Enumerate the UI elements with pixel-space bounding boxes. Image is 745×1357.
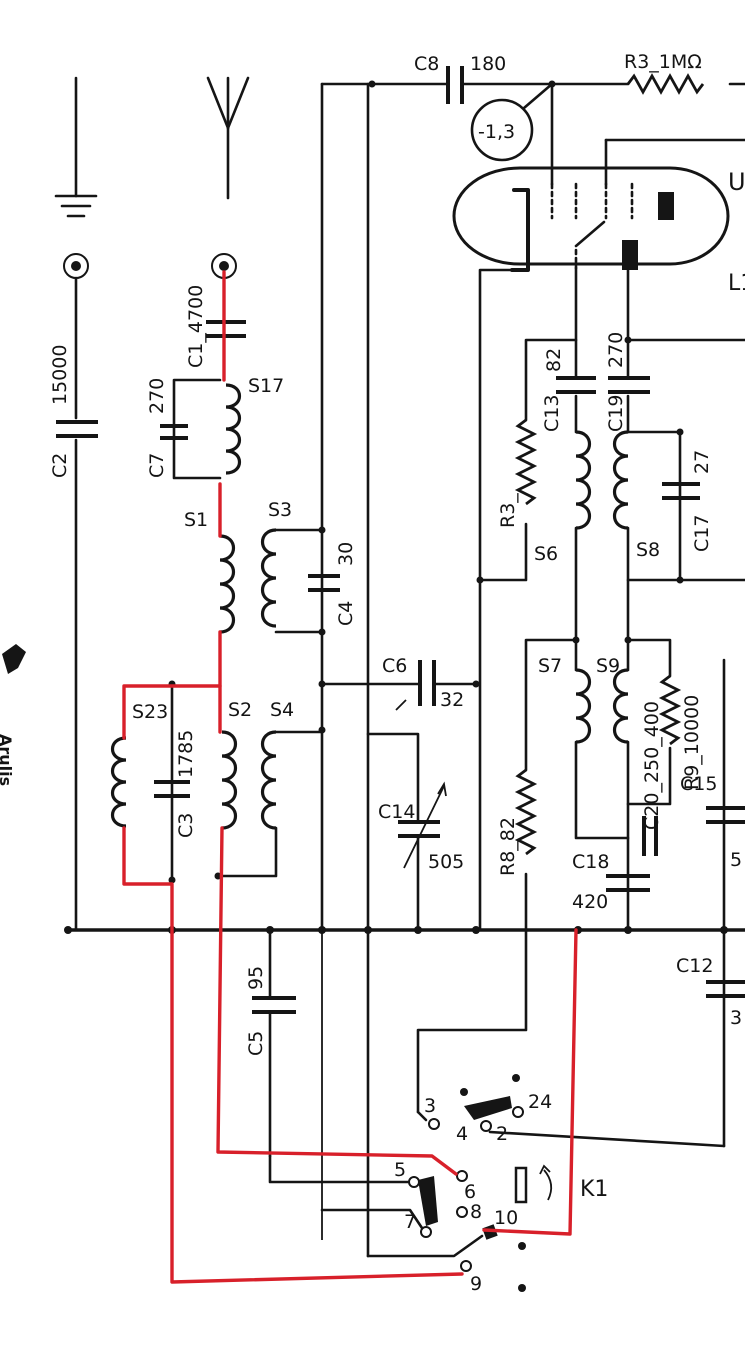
antenna-icon bbox=[206, 76, 250, 200]
contact-4: 4 bbox=[456, 1123, 468, 1145]
label-s2: S2 bbox=[228, 699, 252, 721]
side-logo: Arulis bbox=[0, 644, 26, 786]
label-c8-value: 180 bbox=[470, 53, 506, 75]
resistor-r3-mid bbox=[514, 418, 538, 506]
capacitor-c3 bbox=[154, 780, 190, 798]
coil-s3 bbox=[260, 528, 277, 628]
coil-s2 bbox=[221, 730, 238, 830]
capacitor-c8 bbox=[446, 66, 464, 104]
label-s6: S6 bbox=[534, 543, 558, 565]
coil-s8 bbox=[612, 430, 629, 530]
contact-24: 24 bbox=[528, 1091, 552, 1113]
label-s8: S8 bbox=[636, 539, 660, 561]
capacitor-c17 bbox=[662, 482, 700, 500]
label-s23: S23 bbox=[132, 701, 168, 723]
label-c19-value: 270 bbox=[605, 332, 627, 368]
capacitor-c4 bbox=[308, 574, 340, 592]
label-c6: C6 bbox=[382, 655, 407, 677]
label-r3-mid: R3_ bbox=[497, 493, 519, 528]
bias-voltage-marker: -1,3 bbox=[470, 82, 554, 162]
label-r3-top: R3_1MΩ bbox=[624, 51, 702, 73]
label-c15-value: 5 bbox=[730, 849, 742, 871]
capacitor-c14-variable bbox=[398, 781, 447, 869]
label-c2: C2 bbox=[49, 453, 71, 478]
capacitor-c6 bbox=[418, 660, 436, 706]
label-c7-value: 270 bbox=[146, 378, 168, 414]
coil-s6 bbox=[575, 430, 592, 530]
contact-3: 3 bbox=[424, 1095, 436, 1117]
label-c3: C3 bbox=[175, 813, 197, 838]
label-c17-value: 27 bbox=[691, 450, 713, 474]
capacitor-c18 bbox=[606, 874, 650, 892]
label-c20: C20_250_400 bbox=[641, 701, 663, 830]
capacitor-c1 bbox=[206, 320, 246, 338]
label-c7: C7 bbox=[146, 453, 168, 478]
label-c13-value: 82 bbox=[543, 348, 565, 372]
label-c14: C14 bbox=[378, 801, 415, 823]
label-c6-value: 32 bbox=[440, 689, 464, 711]
coil-s4 bbox=[260, 730, 277, 830]
label-s4: S4 bbox=[270, 699, 294, 721]
label-s3: S3 bbox=[268, 499, 292, 521]
label-k1: K1 bbox=[580, 1177, 608, 1202]
contact-7: 7 bbox=[404, 1211, 416, 1233]
label-c13: C13 bbox=[541, 395, 563, 432]
vacuum-tube bbox=[452, 138, 745, 272]
label-side-text: Arulis bbox=[0, 734, 15, 786]
label-s9: S9 bbox=[596, 655, 620, 677]
label-tube-letter: U bbox=[728, 168, 745, 196]
contact-10: 10 bbox=[494, 1207, 518, 1229]
antenna-jack bbox=[211, 253, 237, 279]
label-c4-value: 30 bbox=[335, 542, 357, 566]
resistor-r3-top bbox=[626, 73, 705, 95]
contact-9: 9 bbox=[470, 1273, 482, 1295]
capacitor-c13 bbox=[556, 376, 596, 394]
resistor-r9 bbox=[658, 674, 682, 746]
label-tube-l1: L1 bbox=[728, 271, 745, 296]
highlighted-signal-path bbox=[122, 270, 578, 1284]
contact-8: 8 bbox=[470, 1201, 482, 1223]
label-c12: C12 bbox=[676, 955, 713, 977]
resistor-r8 bbox=[514, 768, 538, 856]
coil-s17 bbox=[225, 383, 242, 475]
label-c17: C17 bbox=[691, 515, 713, 552]
coil-s7 bbox=[575, 668, 592, 744]
capacitor-c15 bbox=[706, 806, 745, 824]
coil-s1 bbox=[219, 534, 236, 634]
label-c18: C18 bbox=[572, 851, 609, 873]
label-bias: -1,3 bbox=[478, 121, 515, 143]
label-r9: R9_10000 bbox=[681, 695, 703, 790]
rotary-switch-k1: 3 4 2 24 5 6 7 8 10 9 K1 bbox=[268, 928, 726, 1295]
capacitor-c12 bbox=[706, 980, 745, 998]
label-c18-value: 420 bbox=[572, 891, 608, 913]
label-c2-value: 15000 bbox=[49, 345, 71, 405]
label-c5: C5 bbox=[245, 1031, 267, 1056]
label-c15: C15 bbox=[680, 773, 717, 795]
capacitor-c5 bbox=[252, 996, 296, 1014]
label-s1: S1 bbox=[184, 509, 208, 531]
capacitor-c20 bbox=[642, 816, 658, 856]
earth-symbol bbox=[54, 76, 98, 218]
earth-jack bbox=[63, 253, 89, 279]
label-s17: S17 bbox=[248, 375, 284, 397]
capacitor-c7 bbox=[160, 424, 188, 440]
coil-s9 bbox=[612, 668, 629, 744]
contact-2: 2 bbox=[496, 1123, 508, 1145]
label-r8: R8_82 bbox=[497, 817, 519, 876]
label-s7: S7 bbox=[538, 655, 562, 677]
label-c3-value: 1785 bbox=[175, 730, 197, 778]
label-c5-value: 95 bbox=[245, 966, 267, 990]
contact-5: 5 bbox=[394, 1159, 406, 1181]
coil-s23 bbox=[110, 736, 127, 828]
label-c4: C4 bbox=[335, 601, 357, 626]
label-c1: C1_4700 bbox=[185, 285, 207, 368]
capacitor-c2 bbox=[56, 420, 98, 438]
label-c12-value: 3 bbox=[730, 1007, 742, 1029]
label-c19: C19 bbox=[605, 395, 627, 432]
capacitor-c19 bbox=[608, 376, 650, 394]
label-c8: C8 bbox=[414, 53, 439, 75]
label-c14-value: 505 bbox=[428, 851, 464, 873]
contact-6: 6 bbox=[464, 1181, 476, 1203]
